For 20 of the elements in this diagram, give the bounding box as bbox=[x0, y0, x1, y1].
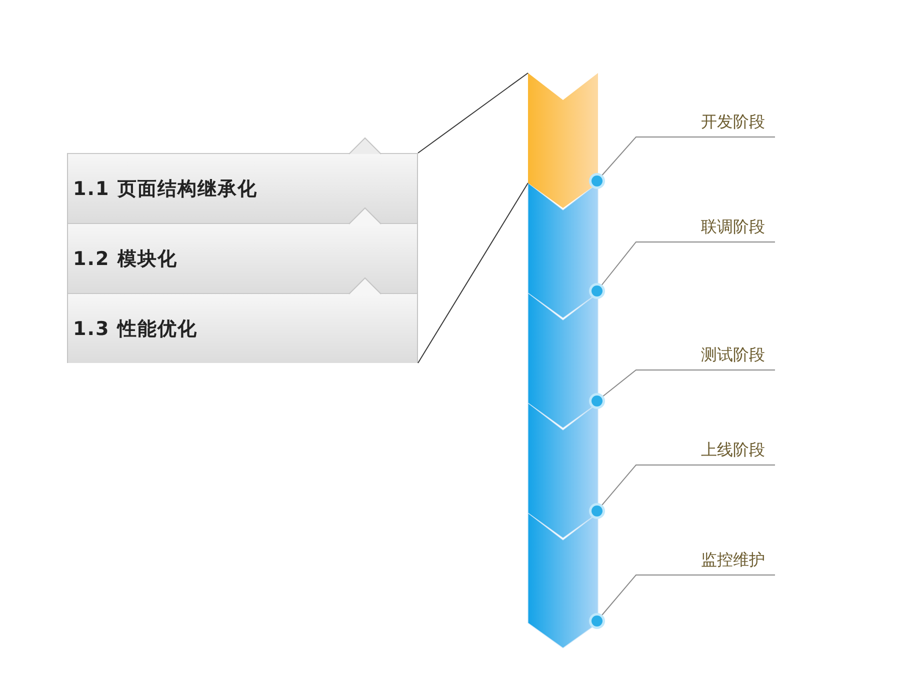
zoom-line bbox=[418, 182, 528, 364]
chevron-segment bbox=[528, 293, 598, 428]
list-item: 1.2 模块化 bbox=[68, 223, 417, 293]
stage-label: 测试阶段 bbox=[640, 342, 775, 370]
leader-line bbox=[589, 464, 776, 519]
leader-line bbox=[589, 136, 776, 189]
stage-label: 上线阶段 bbox=[640, 437, 775, 465]
list-item: 1.1 页面结构继承化 bbox=[68, 153, 417, 223]
stage-label: 监控维护 bbox=[640, 547, 775, 575]
chevron-segment bbox=[528, 183, 598, 318]
list-item: 1.3 性能优化 bbox=[68, 293, 417, 363]
leader-line bbox=[589, 370, 776, 409]
chevron-segment bbox=[528, 73, 598, 208]
zoom-line bbox=[418, 72, 528, 154]
chevron-segment bbox=[528, 513, 598, 648]
chevron-segment bbox=[528, 403, 598, 538]
stage-label: 开发阶段 bbox=[640, 109, 775, 137]
leader-line bbox=[589, 574, 776, 629]
leader-line bbox=[589, 242, 776, 299]
stage-label: 联调阶段 bbox=[640, 214, 775, 242]
